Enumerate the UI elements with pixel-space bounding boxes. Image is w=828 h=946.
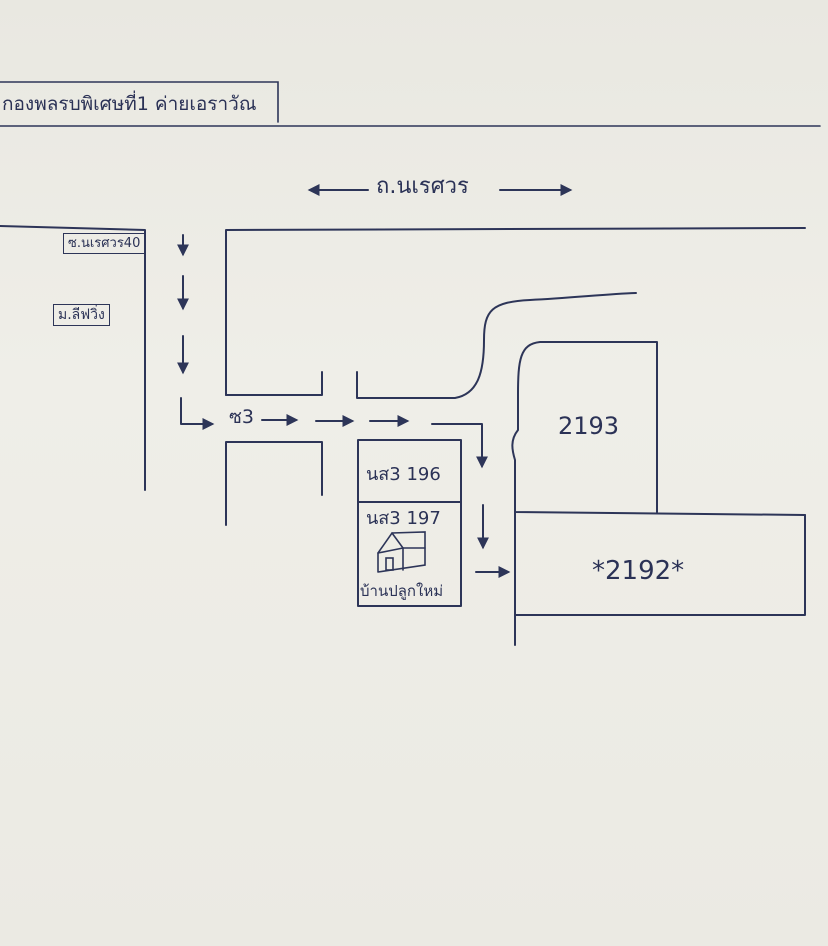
new-house-label: บ้านปลูกใหม่ — [360, 582, 444, 600]
header-title: กองพลรบพิเศษที่1 ค่ายเอราวัณ — [2, 93, 257, 115]
upper-block-corner — [225, 371, 323, 396]
village-label: ม.ลีฟวิ่ง — [53, 304, 110, 326]
side-soi-label: ซ.นเรศวร40 — [63, 233, 146, 254]
route-arrows — [177, 234, 511, 578]
plot-2193-label: 2193 — [558, 412, 620, 440]
inner-soi-label: ซ3 — [229, 406, 254, 428]
plot-196-label: นส3 196 — [366, 464, 441, 485]
main-road-label: ถ.นเรศวร — [376, 174, 469, 199]
plot-2192-outline — [514, 511, 806, 616]
curved-road-edge — [356, 292, 637, 399]
plot-2193-outline — [511, 341, 806, 516]
lower-left-block — [225, 441, 323, 526]
plots-196-197-box — [357, 439, 462, 607]
plot-197-label: นส3 197 — [366, 508, 441, 529]
header-box — [0, 81, 821, 127]
left-road-edge — [0, 225, 146, 491]
upper-block-edge — [225, 227, 806, 396]
plot-2192-label: *2192* — [592, 556, 685, 586]
house-icon — [377, 531, 426, 573]
